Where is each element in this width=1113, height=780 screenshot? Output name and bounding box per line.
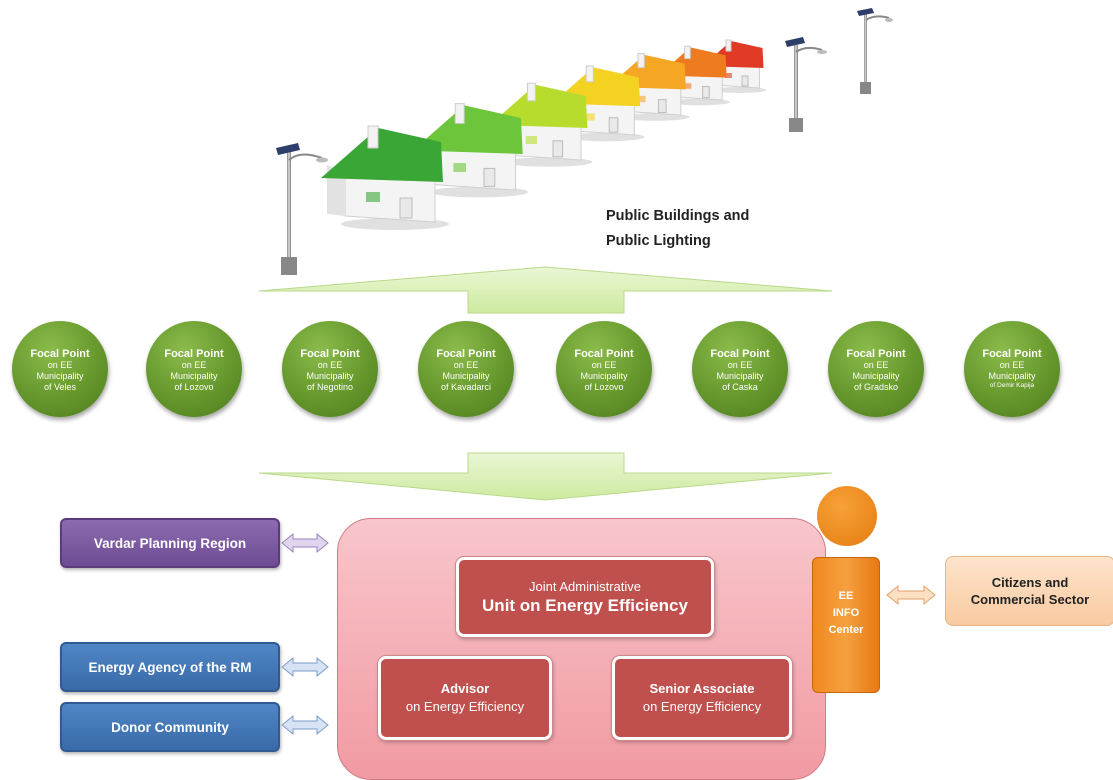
streetlight-icon (857, 8, 893, 94)
citizens-commercial-box: Citizens and Commercial Sector (945, 556, 1113, 626)
double-arrow-icon (281, 656, 329, 678)
focal-point-negotino: Focal Point on EE Municipality of Negoti… (282, 321, 378, 417)
double-arrow-icon (886, 584, 936, 606)
streetlight-icon (276, 143, 328, 275)
double-arrow-icon (281, 532, 329, 554)
focal-point-gradsko: Focal Point on EE Municipality of Gradsk… (828, 321, 924, 417)
energy-agency-box: Energy Agency of the RM (60, 642, 280, 692)
focal-point-lozovo-2: Focal Point on EE Municipality of Lozovo (556, 321, 652, 417)
houses-and-streetlights-illustration (276, 8, 893, 275)
house-icon (321, 125, 449, 230)
focal-point-lozovo: Focal Point on EE Municipality of Lozovo (146, 321, 242, 417)
ee-info-center-box: EE INFO Center (812, 557, 880, 693)
senior-associate-box: Senior Associate on Energy Efficiency (612, 656, 792, 740)
vardar-planning-region-box: Vardar Planning Region (60, 518, 280, 568)
focal-point-caska: Focal Point on EE Municipality of Caska (692, 321, 788, 417)
joint-administrative-unit-box: Joint Administrative Unit on Energy Effi… (456, 557, 714, 637)
down-arrow-icon (258, 452, 833, 501)
focal-point-demir-kapija: Focal Point on EE Municipality of Demir … (964, 321, 1060, 417)
focal-point-veles: Focal Point on EE Municipality of Veles (12, 321, 108, 417)
info-center-head (817, 486, 877, 546)
advisor-box: Advisor on Energy Efficiency (378, 656, 552, 740)
public-buildings-title: Public Buildings and Public Lighting (606, 208, 750, 249)
double-arrow-icon (281, 714, 329, 736)
up-arrow-icon (258, 266, 833, 314)
donor-community-box: Donor Community (60, 702, 280, 752)
streetlight-icon (785, 37, 827, 132)
focal-point-kavadarci: Focal Point on EE Municipality of Kavada… (418, 321, 514, 417)
